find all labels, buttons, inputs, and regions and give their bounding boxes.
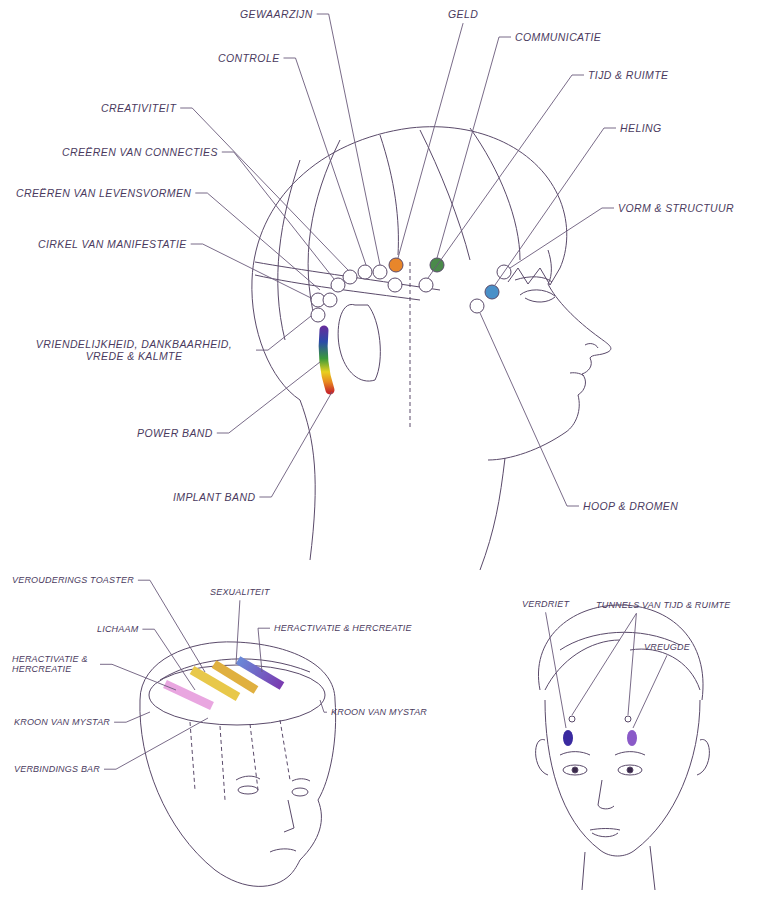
point-label: VORM & STRUCTUUR [618, 202, 734, 214]
top-view-head [140, 642, 336, 887]
point-label: HELING [620, 122, 662, 134]
profile-head [252, 127, 611, 570]
leader-line [428, 75, 584, 278]
leader-line [437, 37, 511, 258]
leader-line [510, 208, 614, 268]
leader-line [258, 628, 270, 672]
leader-line [256, 316, 311, 350]
point-label: POWER BAND [137, 427, 213, 439]
point-label: CONTROLE [218, 52, 280, 64]
leader-line [236, 600, 240, 664]
point-label: VEROUDERINGS TOASTER [12, 575, 134, 585]
leader-line [100, 664, 176, 690]
point-label: VREUGDE [644, 642, 690, 652]
point-label: KROON VAN MYSTAR [14, 717, 110, 727]
point-label: VERBINDINGS BAR [14, 764, 100, 774]
face-points [563, 716, 637, 746]
point-label: HERACTIVATIE & HERCREATIE [12, 654, 96, 675]
leader-line [138, 580, 205, 672]
front-face [536, 605, 710, 890]
leader-line [572, 613, 636, 715]
leader-line [222, 152, 334, 279]
point-label: TUNNELS VAN TIJD & RUIMTE [596, 600, 731, 610]
point-label: LICHAAM [97, 624, 138, 634]
power-band [323, 330, 330, 390]
point-label: VRIENDELIJKHEID, DANKBAARHEID, VREDE & K… [16, 338, 252, 362]
point-label: TIJD & RUIMTE [588, 69, 668, 81]
leader-line [320, 700, 327, 712]
leader-line [633, 655, 667, 728]
leader-line [495, 128, 616, 285]
point-label: GELD [448, 8, 478, 20]
point-label: HERACTIVATIE & HERCREATIE [274, 623, 412, 633]
leader-line [284, 58, 367, 265]
crown-bands [165, 660, 282, 706]
leader-line [317, 14, 380, 265]
point-label: CREËREN VAN CONNECTIES [62, 146, 218, 158]
leader-line [398, 23, 463, 258]
point-label: VERDRIET [522, 599, 569, 609]
leader-line [142, 629, 195, 690]
leader-line [195, 193, 320, 290]
point-label: CIRKEL VAN MANIFESTATIE [38, 238, 187, 250]
leader-line [628, 613, 636, 715]
leader-line [259, 392, 332, 497]
point-circles [311, 258, 511, 322]
point-label: CREATIVITEIT [101, 102, 176, 114]
leader-line [191, 244, 311, 298]
point-label: COMMUNICATIE [515, 31, 601, 43]
leader-line [546, 612, 566, 728]
leader-line [114, 712, 150, 722]
point-label: KROON VAN MYSTAR [331, 707, 427, 717]
leader-line [104, 718, 208, 769]
leader-line [480, 313, 579, 506]
point-label: CREËREN VAN LEVENSVORMEN [16, 187, 191, 199]
point-label: SEXUALITEIT [210, 587, 270, 597]
point-label: HOOP & DROMEN [583, 500, 678, 512]
leader-line [217, 362, 320, 433]
point-label: GEWAARZIJN [240, 8, 313, 20]
point-label: IMPLANT BAND [173, 491, 255, 503]
